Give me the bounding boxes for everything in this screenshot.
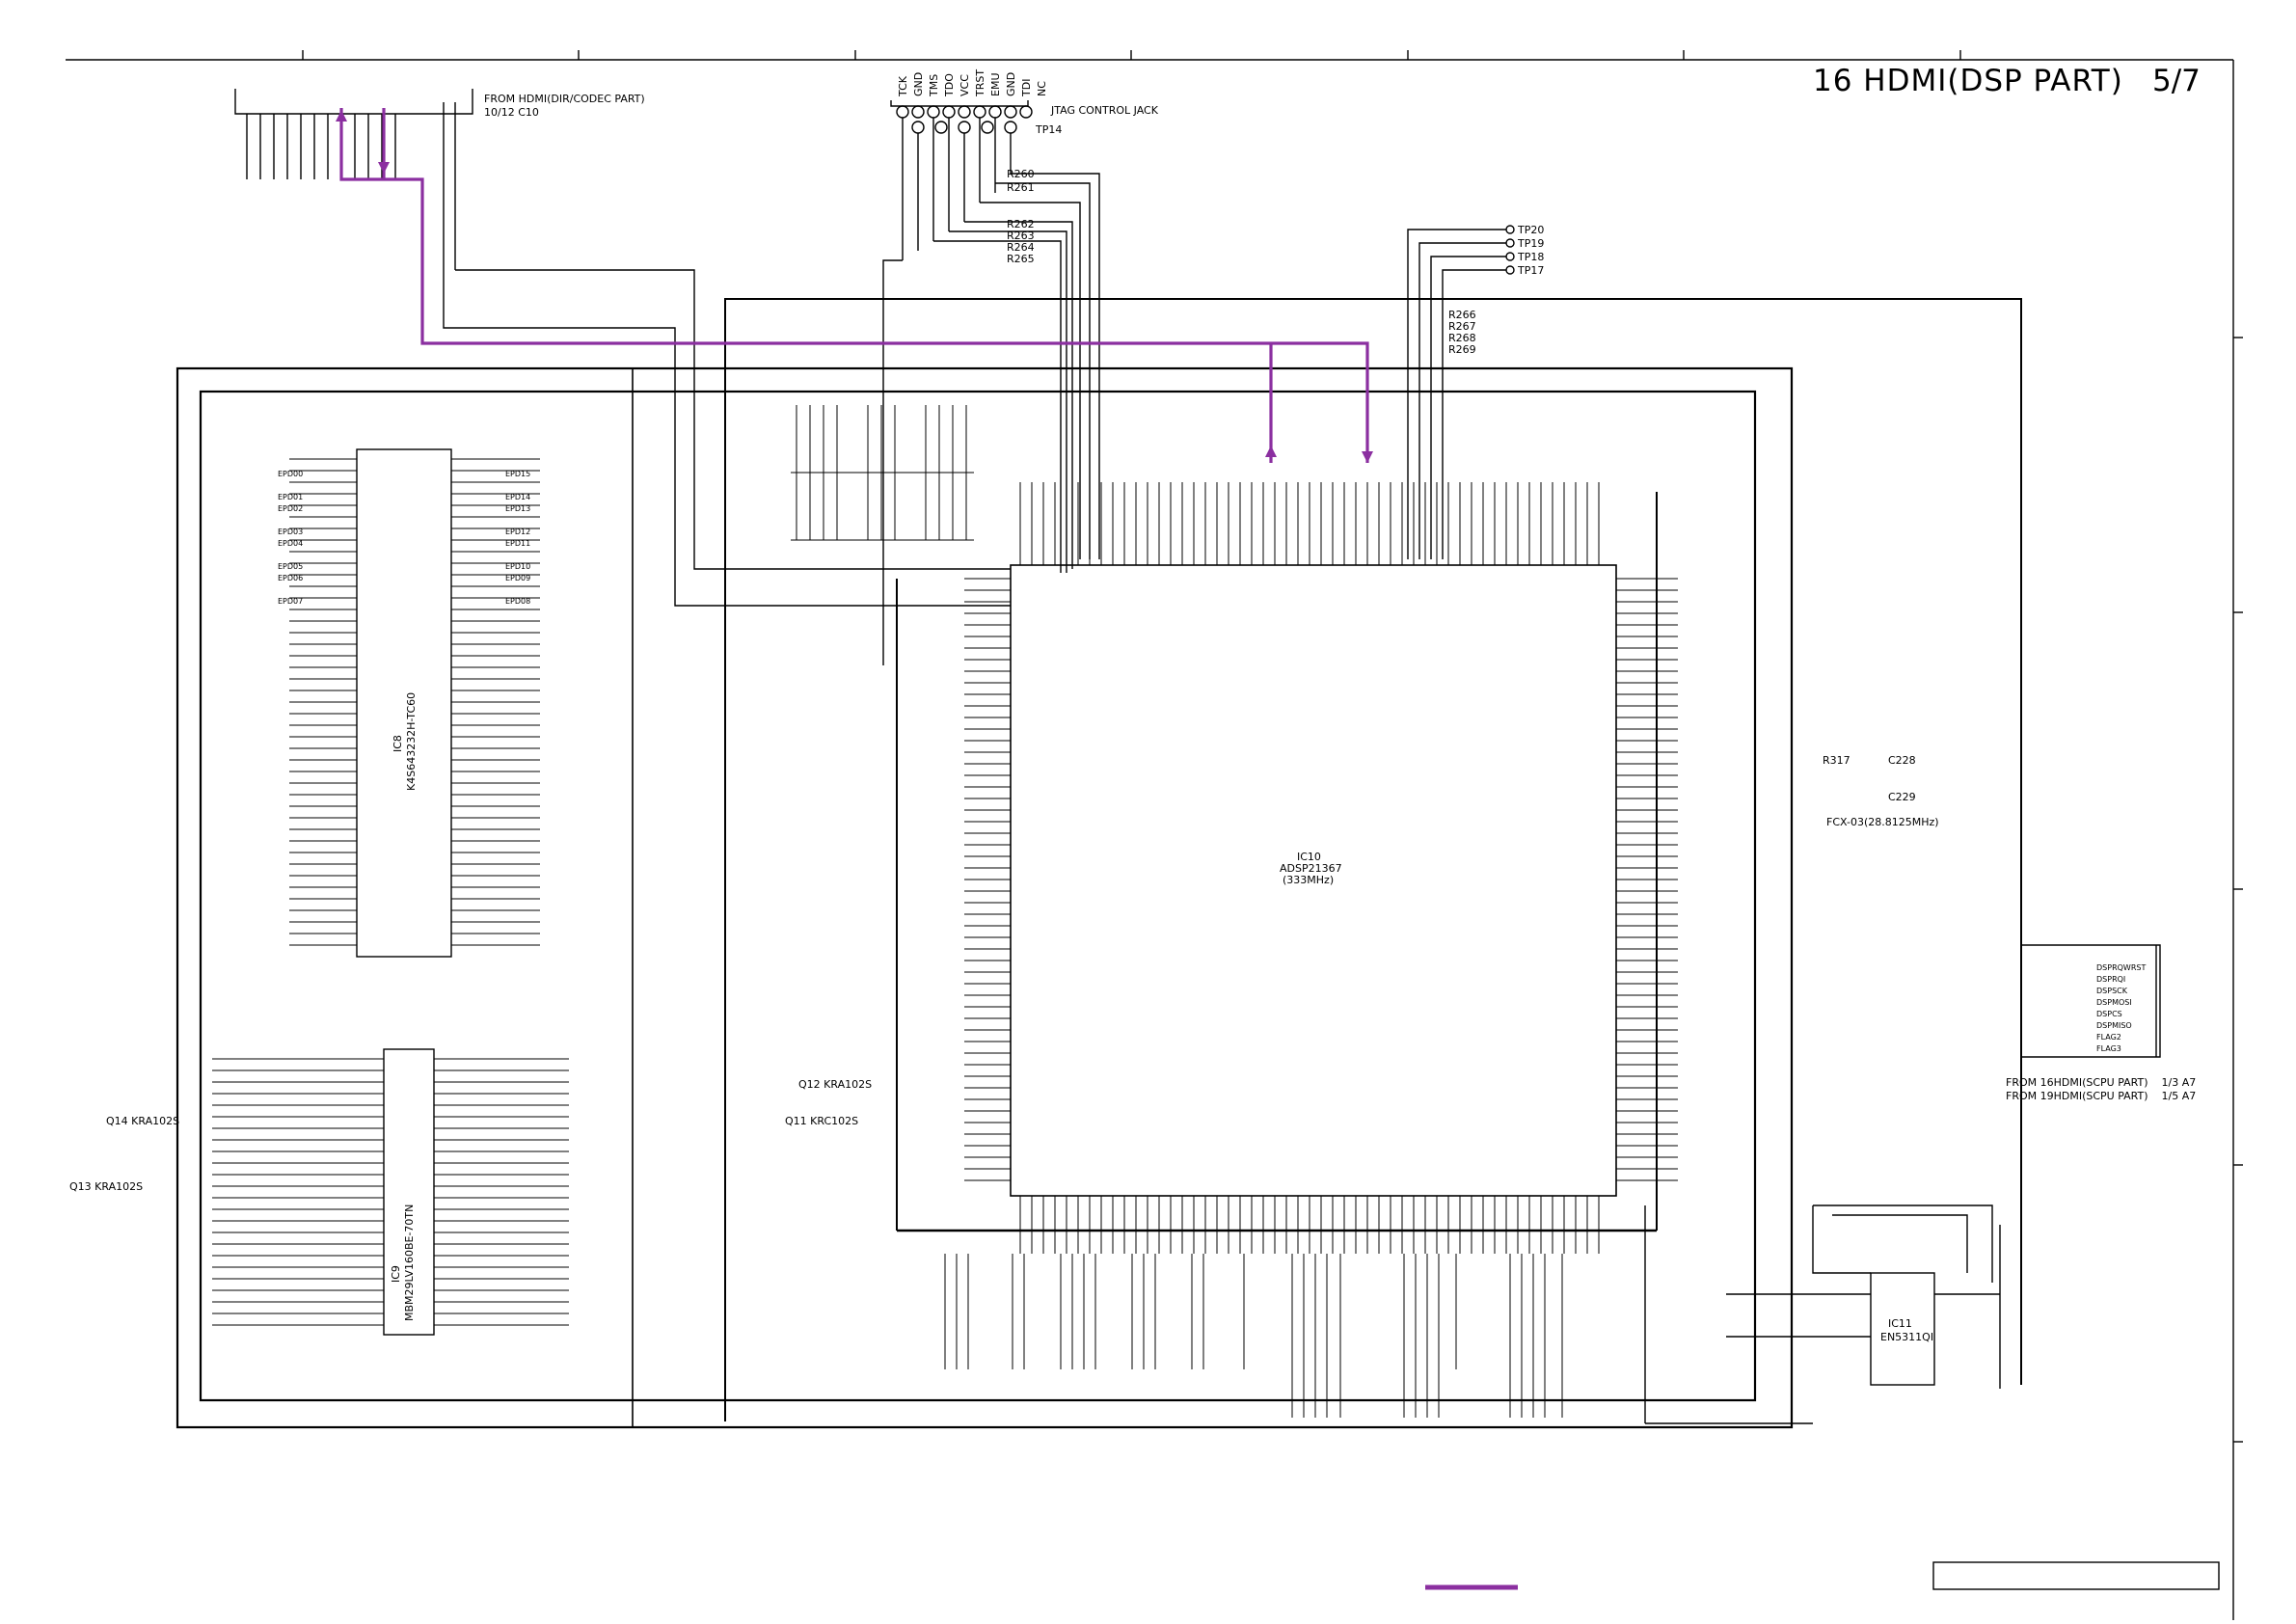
regulator-part: EN5311QI xyxy=(1880,1331,1933,1343)
net-dspsck: DSPSCK xyxy=(2096,987,2128,995)
tp20: TP20 xyxy=(1517,224,1544,236)
net-epd07: EPD07 xyxy=(278,597,303,606)
from-dir-ref: 10/12 C10 xyxy=(484,106,539,119)
net-dsprqi: DSPRQI xyxy=(2096,975,2125,984)
jtag-tp14: TP14 xyxy=(1035,123,1062,136)
r263: R263 xyxy=(1007,230,1035,242)
jtag-note: JTAG CONTROL JACK xyxy=(1051,104,1158,117)
net-dspmiso: DSPMISO xyxy=(2096,1021,2132,1030)
dsp-ref: IC10 xyxy=(1297,851,1321,863)
from-dir-note: FROM HDMI(DIR/CODEC PART) xyxy=(484,93,645,105)
page-number: 5/7 xyxy=(2152,64,2201,98)
net-epd05: EPD05 xyxy=(278,562,303,571)
sdram-part: K4S643232H-TC60 xyxy=(405,692,418,791)
r267: R267 xyxy=(1448,320,1476,333)
jtag-pin-nc: NC xyxy=(1036,81,1048,96)
jtag-pin-gnd: GND xyxy=(912,72,925,96)
dsp-spec: (333MHz) xyxy=(1283,874,1334,886)
from-scpu-note-1: FROM 16HDMI(SCPU PART) 1/3 A7 xyxy=(2006,1076,2197,1089)
sdram-ref: IC8 xyxy=(392,735,404,752)
net-epd08: EPD08 xyxy=(505,597,530,606)
jtag-pin-tms: TMS xyxy=(928,74,940,97)
tp17: TP17 xyxy=(1517,264,1544,277)
net-epd12: EPD12 xyxy=(505,528,530,536)
net-epd01: EPD01 xyxy=(278,493,303,501)
jtag-pin-tck: TCK xyxy=(897,75,909,97)
net-epd13: EPD13 xyxy=(505,504,530,513)
net-epd00: EPD00 xyxy=(278,470,303,478)
dsp-part: ADSP21367 xyxy=(1280,862,1342,875)
regulator-ref: IC11 xyxy=(1888,1317,1912,1330)
net-epd04: EPD04 xyxy=(278,539,303,548)
r260: R260 xyxy=(1007,168,1035,180)
net-epd02: EPD02 xyxy=(278,504,303,513)
q12: Q12 KRA102S xyxy=(798,1078,872,1091)
net-dsprqwrst: DSPRQWRST xyxy=(2096,963,2146,972)
r264: R264 xyxy=(1007,241,1035,254)
crystal-label: FCX-03(28.8125MHz) xyxy=(1826,816,1939,828)
crystal-r: R317 xyxy=(1823,754,1850,767)
net-dspcs: DSPCS xyxy=(2096,1010,2122,1018)
crystal-c1: C228 xyxy=(1888,754,1916,767)
r265: R265 xyxy=(1007,253,1035,265)
q13: Q13 KRA102S xyxy=(69,1180,143,1193)
flash-ref: IC9 xyxy=(390,1265,402,1283)
jtag-pin-vcc: VCC xyxy=(959,74,971,96)
page-title: 16 HDMI(DSP PART) xyxy=(1813,64,2123,98)
r269: R269 xyxy=(1448,343,1476,356)
r268: R268 xyxy=(1448,332,1476,344)
net-epd11: EPD11 xyxy=(505,539,530,548)
net-epd15: EPD15 xyxy=(505,470,530,478)
flash-part: MBM29LV160BE-70TN xyxy=(403,1204,416,1321)
from-scpu-note-2: FROM 19HDMI(SCPU PART) 1/5 A7 xyxy=(2006,1090,2197,1102)
net-epd09: EPD09 xyxy=(505,574,530,582)
q14: Q14 KRA102S xyxy=(106,1115,179,1127)
tp19: TP19 xyxy=(1517,237,1544,250)
jtag-pin-trst: TRST xyxy=(974,69,986,97)
jtag-pin-emu: EMU xyxy=(989,73,1002,97)
net-epd06: EPD06 xyxy=(278,574,303,582)
r262: R262 xyxy=(1007,218,1035,230)
q11: Q11 KRC102S xyxy=(785,1115,858,1127)
jtag-pin-gnd2: GND xyxy=(1005,72,1017,96)
r266: R266 xyxy=(1448,309,1476,321)
jtag-pin-tdo: TDO xyxy=(943,73,956,97)
crystal-c2: C229 xyxy=(1888,791,1916,803)
tp18: TP18 xyxy=(1517,251,1544,263)
r261: R261 xyxy=(1007,181,1035,194)
net-flag2: FLAG2 xyxy=(2096,1033,2121,1042)
net-epd03: EPD03 xyxy=(278,528,303,536)
jtag-pin-tdi: TDI xyxy=(1020,79,1033,97)
net-epd14: EPD14 xyxy=(505,493,530,501)
net-dspmosi: DSPMOSI xyxy=(2096,998,2132,1007)
net-epd10: EPD10 xyxy=(505,562,530,571)
net-flag3: FLAG3 xyxy=(2096,1044,2121,1053)
